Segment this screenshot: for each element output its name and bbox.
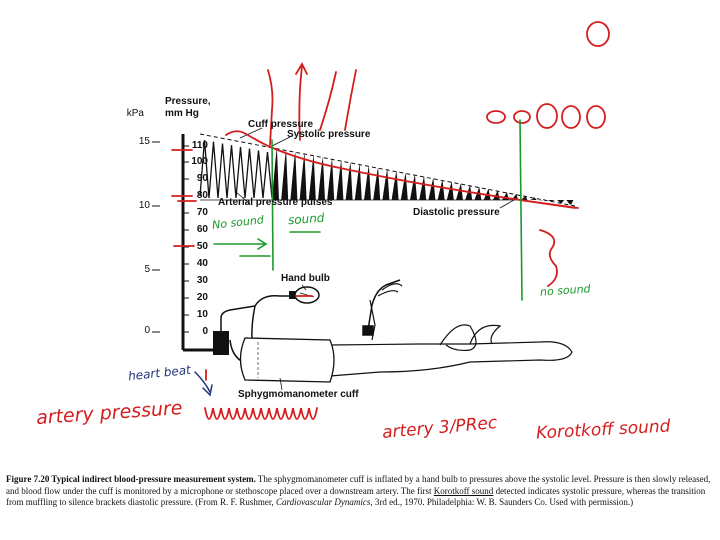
pressure-pulse [557, 200, 565, 204]
mercury-reservoir [213, 331, 229, 355]
hand-bulb [289, 286, 320, 304]
caption-korotkoff-link: Korotkoff sound [433, 485, 494, 496]
caption-title: Figure 7.20 Typical indirect blood-press… [6, 474, 256, 484]
caption-text-3: , 3rd ed., 1970. Philadelphia: W. B. Sau… [370, 497, 634, 507]
hand-bulb-label: Hand bulb [281, 273, 330, 284]
pressure-pulse [520, 195, 528, 200]
mmhg-tick: 60 [196, 224, 208, 235]
kpa-axis-label: kPa [126, 108, 144, 119]
caption-text-2: detected indicates systolic pressure, wh… [6, 485, 706, 508]
kpa-tick: 5 [144, 264, 150, 275]
pressure-axis-label: Pressure, [165, 96, 211, 107]
open-oscillation-wave [199, 139, 273, 199]
mmhg-tick: 10 [196, 309, 208, 320]
mmhg-tick: 0 [202, 326, 208, 337]
sound-annotation: sound [287, 210, 325, 228]
pressure-units-label: mm Hg [165, 108, 199, 119]
mmhg-tick: 70 [196, 207, 208, 218]
pressure-pulse [538, 199, 546, 201]
mmhg-tick: 20 [196, 292, 208, 303]
pressure-pulse [308, 154, 316, 200]
kpa-tick: 10 [138, 200, 150, 211]
red-circles [486, 21, 610, 129]
mmhg-tick: 90 [196, 173, 208, 184]
stethoscope [362, 279, 401, 336]
pressure-pulse [548, 200, 555, 202]
cuff-shape [239, 337, 335, 383]
pressure-pulse [299, 153, 307, 200]
pressure-pulse [345, 162, 353, 200]
pressure-pulse [327, 158, 335, 200]
mmhg-tick: 50 [196, 241, 208, 252]
pressure-pulse [336, 160, 344, 200]
pressure-pulse [428, 177, 436, 200]
red-annotations [171, 62, 579, 420]
pressure-pulse [437, 179, 445, 200]
manometer [152, 134, 229, 355]
green-annotations [213, 119, 523, 301]
cuff-label: Sphygmomanometer cuff [238, 389, 359, 400]
mmhg-tick: 110 [191, 140, 208, 151]
pressure-pulse [410, 174, 417, 200]
mmhg-tick: 80 [196, 190, 208, 201]
diastolic-pressure-label: Diastolic pressure [413, 207, 500, 218]
pressure-pulse [446, 181, 454, 200]
pressure-pulse [281, 149, 289, 200]
caption-text-1: The sphygmomanometer cuff is inflated by… [6, 474, 711, 496]
heart-beat-arrow [194, 371, 213, 397]
pressure-pulse [419, 176, 427, 200]
pressure-pulse [382, 169, 390, 200]
mmhg-tick: 40 [196, 258, 208, 269]
caption-book-title: Cardiovascular Dynamics [275, 497, 371, 507]
pressure-pulse [364, 165, 371, 200]
pressure-pulse [318, 156, 325, 200]
pressure-pulse [272, 147, 279, 200]
pressure-pulse [354, 163, 362, 200]
pressure-pulse [391, 170, 399, 200]
leader-lines [235, 127, 515, 391]
arterial-pulses-label: Arterial pressure pulses [218, 197, 333, 208]
figure-caption: Figure 7.20 Typical indirect blood-press… [6, 474, 714, 509]
pressure-pulse [529, 197, 537, 200]
cuff-pressure-label: Cuff pressure [248, 119, 314, 130]
pressure-pulse [373, 167, 381, 200]
mmhg-tick: 100 [191, 156, 208, 167]
pressure-pulse [566, 200, 574, 205]
kpa-tick: 0 [144, 325, 150, 336]
pressure-pulse [290, 151, 298, 200]
systolic-pressure-label: Systolic pressure [287, 129, 371, 140]
mmhg-tick: 30 [196, 275, 208, 286]
cuff-pressure-line [199, 133, 576, 207]
kpa-tick: 15 [138, 136, 150, 147]
pressure-pulse [456, 183, 463, 200]
pressure-pulse [400, 172, 408, 200]
